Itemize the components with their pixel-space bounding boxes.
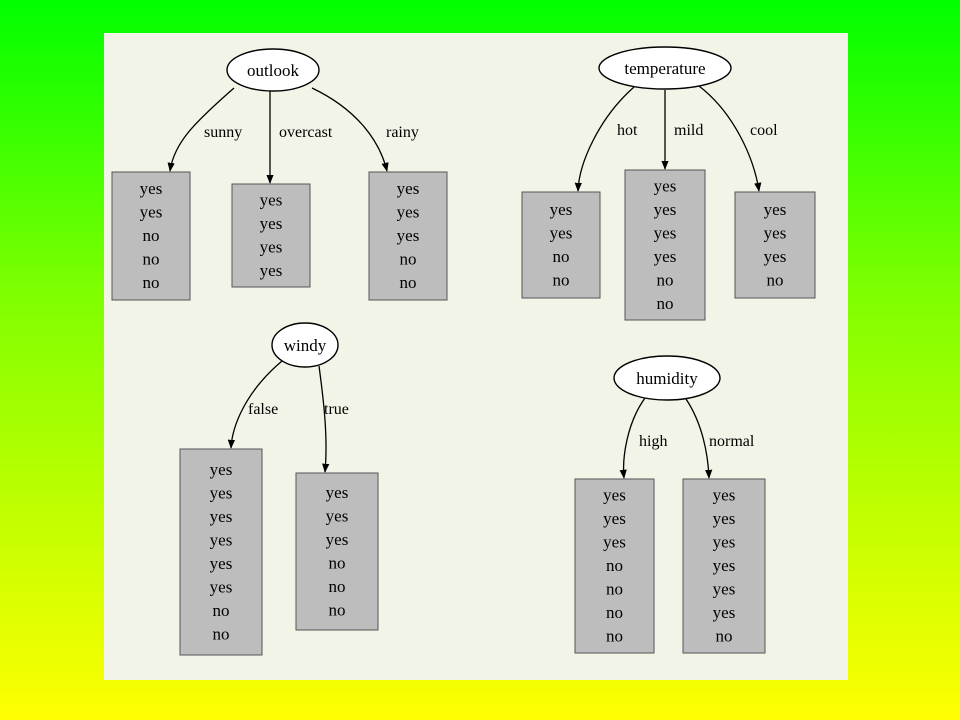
leaf-box-windy-true: [295, 472, 379, 631]
tree-humidity: humidity high yes yes yes no no no no normal yes ye…: [574, 355, 766, 654]
branch-label-temperature-hot: hot: [617, 122, 638, 139]
diagram-panel: outlook sunny yes yes no no no overcast yes yes ye…: [104, 33, 848, 680]
leaf-value: no: [606, 627, 623, 646]
leaf-value: no: [553, 247, 570, 266]
leaf-box-temperature-hot: [521, 191, 601, 299]
tree-temperature: temperature hot yes yes no no mild yes yes yes yes…: [521, 46, 816, 321]
attribute-label-outlook: outlook: [247, 61, 299, 80]
leaf-value: yes: [713, 486, 736, 505]
branch-arrow-outlook-sunny: [167, 87, 235, 172]
leaf-value: yes: [210, 460, 233, 479]
leaf-value: yes: [397, 179, 420, 198]
leaf-value: yes: [654, 176, 677, 195]
leaf-value: no: [329, 600, 346, 619]
leaf-value: yes: [397, 203, 420, 222]
branch-label-temperature-cool: cool: [750, 122, 778, 139]
leaf-value: yes: [397, 226, 420, 245]
branch-label-humidity-high: high: [639, 433, 667, 450]
leaf-value: no: [213, 601, 230, 620]
attribute-node-temperature: [598, 46, 732, 90]
leaf-value: yes: [260, 190, 283, 209]
leaf-value: no: [767, 270, 784, 289]
leaf-value: no: [606, 580, 623, 599]
leaf-value: no: [553, 270, 570, 289]
leaf-value: no: [716, 627, 733, 646]
leaf-value: yes: [654, 247, 677, 266]
leaf-value: yes: [603, 533, 626, 552]
leaf-box-temperature-cool: [734, 191, 816, 299]
leaf-value: no: [606, 556, 623, 575]
leaf-value: no: [657, 294, 674, 313]
leaf-value: yes: [260, 237, 283, 256]
leaf-value: no: [400, 273, 417, 292]
attribute-node-windy: [271, 322, 339, 368]
decision-stumps-diagram: outlook sunny yes yes no no no overcast yes yes ye…: [111, 46, 816, 656]
leaf-value: yes: [260, 214, 283, 233]
leaf-box-humidity-high: [574, 478, 655, 654]
leaf-box-temperature-mild: [624, 169, 706, 321]
tree-windy: windy false yes yes yes yes yes yes no no true yes y…: [179, 322, 379, 656]
leaf-box-outlook-rainy: [368, 171, 448, 301]
leaf-value: no: [329, 553, 346, 572]
leaf-value: yes: [713, 603, 736, 622]
branch-label-outlook-overcast: overcast: [279, 124, 333, 141]
leaf-value: yes: [550, 200, 573, 219]
leaf-value: yes: [210, 507, 233, 526]
branch-label-outlook-rainy: rainy: [386, 124, 419, 141]
leaf-value: no: [143, 250, 160, 269]
leaf-value: yes: [713, 556, 736, 575]
branch-arrow-windy-true: [318, 365, 330, 473]
leaf-value: no: [400, 250, 417, 269]
leaf-value: yes: [326, 530, 349, 549]
leaf-value: yes: [260, 261, 283, 280]
leaf-value: yes: [654, 223, 677, 242]
attribute-node-humidity: [613, 355, 721, 401]
branch-arrow-temperature-cool: [698, 85, 762, 192]
leaf-value: yes: [326, 483, 349, 502]
leaf-value: yes: [140, 203, 163, 222]
leaf-box-humidity-normal: [682, 478, 766, 654]
branch-label-humidity-normal: normal: [709, 433, 755, 450]
attribute-node-outlook: [226, 48, 320, 92]
leaf-value: yes: [713, 509, 736, 528]
leaf-value: yes: [326, 506, 349, 525]
leaf-value: no: [143, 273, 160, 292]
leaf-value: yes: [603, 509, 626, 528]
leaf-value: yes: [764, 247, 787, 266]
branch-label-windy-true: true: [324, 401, 349, 418]
branch-label-temperature-mild: mild: [674, 122, 703, 139]
leaf-value: no: [213, 624, 230, 643]
leaf-value: no: [143, 226, 160, 245]
leaf-box-outlook-overcast: [231, 183, 311, 288]
leaf-value: no: [329, 577, 346, 596]
branch-arrow-temperature-hot: [574, 86, 635, 192]
tree-outlook: outlook sunny yes yes no no no overcast yes yes ye…: [111, 48, 448, 301]
leaf-box-windy-false: [179, 448, 263, 656]
leaf-value: yes: [210, 530, 233, 549]
leaf-box-outlook-sunny: [111, 171, 191, 301]
leaf-value: yes: [764, 223, 787, 242]
leaf-value: yes: [654, 200, 677, 219]
branch-arrow-humidity-high: [619, 397, 646, 479]
leaf-value: yes: [713, 533, 736, 552]
leaf-value: no: [657, 270, 674, 289]
leaf-value: yes: [210, 554, 233, 573]
leaf-value: no: [606, 603, 623, 622]
attribute-label-temperature: temperature: [624, 59, 705, 78]
leaf-value: yes: [140, 179, 163, 198]
leaf-value: yes: [764, 200, 787, 219]
leaf-value: yes: [550, 223, 573, 242]
branch-arrow-windy-false: [227, 360, 283, 449]
attribute-label-windy: windy: [284, 336, 327, 355]
leaf-value: yes: [713, 580, 736, 599]
leaf-value: yes: [210, 483, 233, 502]
branch-label-windy-false: false: [248, 401, 278, 418]
branch-label-outlook-sunny: sunny: [204, 124, 242, 141]
branch-arrow-humidity-normal: [685, 398, 713, 479]
branch-arrow-outlook-rainy: [311, 87, 389, 172]
leaf-value: yes: [210, 577, 233, 596]
leaf-value: yes: [603, 486, 626, 505]
attribute-label-humidity: humidity: [636, 369, 698, 388]
